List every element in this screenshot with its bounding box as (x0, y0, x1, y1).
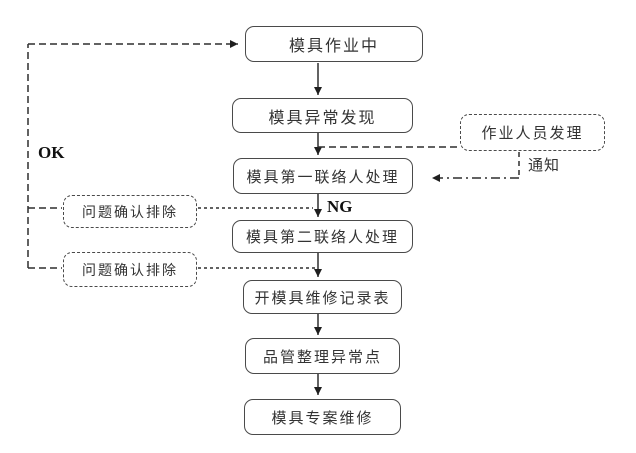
ng-label: NG (327, 197, 353, 216)
node-repair-record: 开模具维修记录表 (243, 280, 402, 314)
notify-label: 通知 (528, 156, 561, 174)
node-abnormal-found: 模具异常发现 (232, 98, 413, 133)
ok-label: OK (38, 143, 65, 162)
node-problem-clear-2: 问题确认排除 (63, 252, 197, 287)
node-special-repair: 模具专案维修 (244, 399, 401, 435)
node-qc-organize: 品管整理异常点 (245, 338, 400, 374)
node-mold-working: 模具作业中 (245, 26, 423, 62)
node-second-contact: 模具第二联络人处理 (232, 220, 413, 253)
node-operator-handle: 作业人员发理 (460, 114, 605, 151)
node-problem-clear-1: 问题确认排除 (63, 195, 197, 228)
node-first-contact: 模具第一联络人处理 (233, 158, 413, 194)
